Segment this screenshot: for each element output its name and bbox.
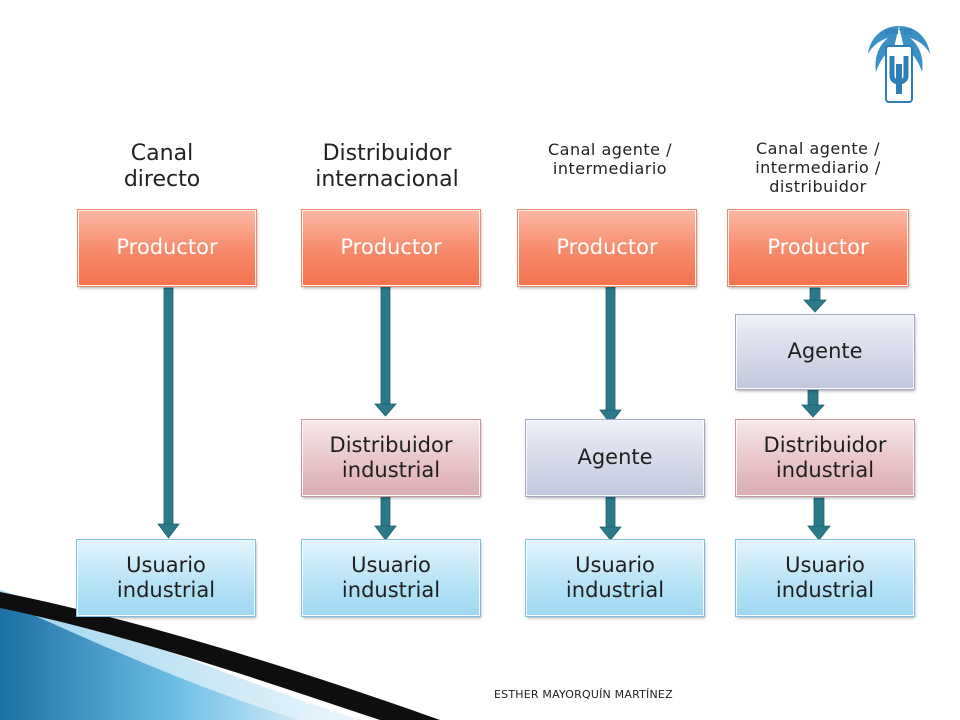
box-distribuidor-industrial-2: Distribuidor industrial	[301, 419, 481, 497]
arrowhead-1	[157, 523, 180, 539]
box-productor-2: Productor	[301, 209, 481, 287]
decorative-swoosh	[0, 590, 440, 720]
box-productor-3: Productor	[517, 209, 697, 287]
arrowhead-2b	[374, 525, 397, 541]
arrow-agente-usuario-3	[605, 496, 616, 528]
arrowhead-4c	[807, 525, 831, 541]
arrow-distribuidor-usuario-4	[813, 497, 825, 527]
box-productor-4: Productor	[727, 209, 909, 287]
arrow-productor-agente-3	[605, 281, 616, 411]
footer-author: ESTHER MAYORQUÍN MARTÍNEZ	[494, 688, 673, 701]
box-usuario-industrial-1: Usuario industrial	[76, 539, 256, 617]
arrowhead-2a	[374, 403, 397, 417]
box-agente-4: Agente	[735, 314, 915, 390]
arrow-agente-distribuidor-4	[807, 388, 819, 406]
heading-canal-directo: Canal directo	[123, 141, 201, 193]
box-agente-3: Agente	[525, 419, 705, 497]
box-usuario-industrial-4: Usuario industrial	[735, 539, 915, 617]
logo-text: UNITEC	[885, 28, 914, 36]
arrow-productor-agente-4	[809, 287, 821, 301]
box-usuario-industrial-2: Usuario industrial	[301, 539, 481, 617]
arrowhead-4b	[801, 404, 825, 418]
heading-canal-agente-distribuidor: Canal agente / intermediario / distribui…	[755, 139, 881, 197]
arrowhead-3b	[599, 526, 622, 541]
heading-distribuidor-internacional: Distribuidor internacional	[315, 141, 459, 193]
arrowhead-3a	[599, 409, 622, 425]
box-distribuidor-industrial-4: Distribuidor industrial	[735, 419, 915, 497]
arrow-distribuidor-usuario-2	[380, 491, 391, 527]
box-productor-1: Productor	[77, 209, 257, 287]
arrow-productor-usuario-1	[163, 287, 174, 525]
arrowhead-4a	[803, 299, 827, 313]
unitec-eagle-logo-icon: UNITEC	[868, 26, 930, 103]
arrow-productor-distribuidor-2	[380, 281, 391, 405]
box-usuario-industrial-3: Usuario industrial	[525, 539, 705, 617]
heading-canal-agente: Canal agente / intermediario	[548, 140, 672, 179]
